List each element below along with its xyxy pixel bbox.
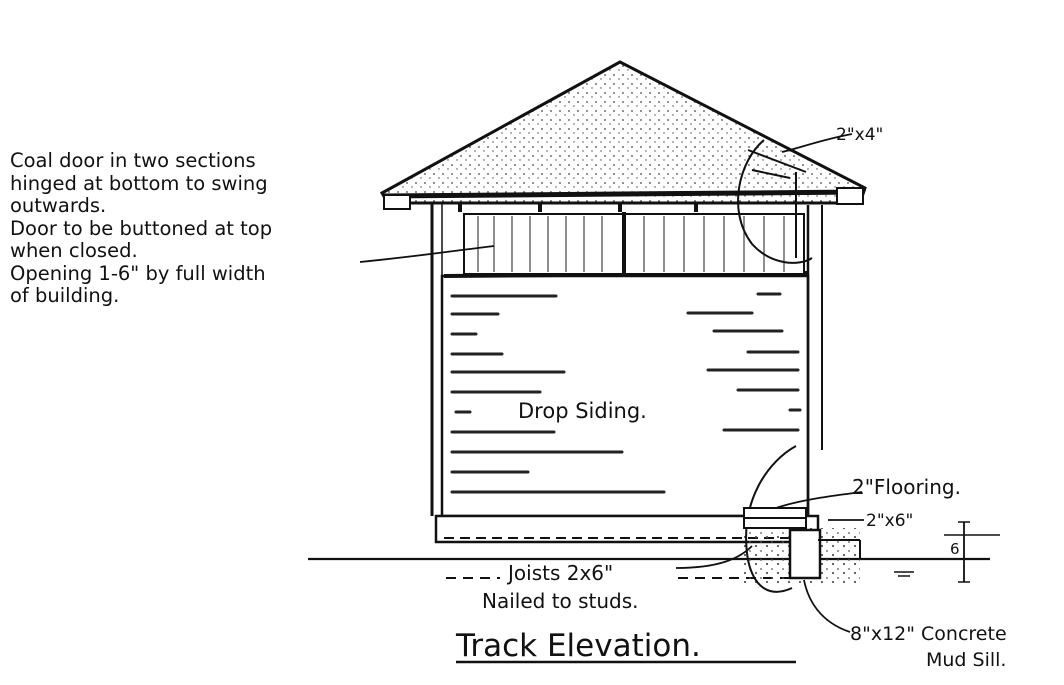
concrete-mud-sill bbox=[788, 528, 822, 580]
rafter-tail-left bbox=[383, 194, 411, 210]
drop-siding-label: Drop Siding. bbox=[518, 399, 647, 423]
coal-door-leader bbox=[359, 245, 495, 263]
flooring-detail-board bbox=[743, 507, 807, 519]
sill-plate-label: 2"x6" bbox=[866, 511, 913, 531]
coal-door-note-line: outwards. bbox=[10, 194, 107, 217]
rafter-size-label: 2"x4" bbox=[836, 125, 883, 145]
flooring-leader bbox=[775, 491, 863, 509]
door-buttons bbox=[458, 203, 698, 212]
mud-sill-label-line1: 8"x12" Concrete bbox=[850, 623, 1007, 645]
joists-leader bbox=[675, 545, 753, 569]
coal-door-note-line: of building. bbox=[10, 284, 120, 307]
coal-door-note: Coal door in two sections hinged at bott… bbox=[10, 149, 273, 308]
coal-door-note-line: Door to be buttoned at top bbox=[10, 216, 273, 240]
roof-shingles bbox=[379, 60, 867, 205]
coal-door-note-line: when closed. bbox=[10, 239, 138, 262]
building-walls bbox=[430, 203, 823, 518]
joists-nailed-label: Nailed to studs. bbox=[482, 589, 639, 613]
dimension-marker: 6 bbox=[894, 521, 1000, 583]
rafter-detail-line bbox=[747, 149, 807, 173]
coal-door bbox=[458, 203, 805, 276]
drawing-title: Track Elevation. bbox=[455, 628, 701, 664]
leader-lines bbox=[359, 133, 864, 633]
joists-label: Joists 2x6" bbox=[506, 561, 613, 585]
dimension-6-label: 6 bbox=[950, 540, 960, 558]
coal-door-note-line: hinged at bottom to swing bbox=[10, 171, 268, 195]
coal-door-note-line: Coal door in two sections bbox=[10, 149, 256, 172]
rafter-detail-outline bbox=[737, 139, 813, 264]
foundation bbox=[308, 514, 990, 584]
flooring-label: 2"Flooring. bbox=[852, 475, 961, 499]
sill-plate-detail-board bbox=[743, 517, 807, 529]
rafter-leader bbox=[781, 133, 853, 153]
coal-door-frame bbox=[463, 213, 805, 275]
rafter-tail-right bbox=[836, 187, 864, 205]
rafter-detail-line-2 bbox=[751, 169, 791, 179]
mud-sill-label-line2: Mud Sill. bbox=[926, 649, 1006, 671]
roof bbox=[379, 60, 867, 210]
sill-detail-outline bbox=[745, 445, 797, 593]
siding-panel bbox=[440, 274, 810, 518]
mud-sill-leader bbox=[803, 579, 851, 633]
detail-callouts bbox=[737, 139, 813, 593]
siding-courses bbox=[450, 292, 802, 494]
coal-door-boards bbox=[477, 216, 785, 272]
coal-door-note-line: Opening 1-6" by full width bbox=[10, 261, 266, 285]
roof-fascia bbox=[383, 189, 863, 199]
